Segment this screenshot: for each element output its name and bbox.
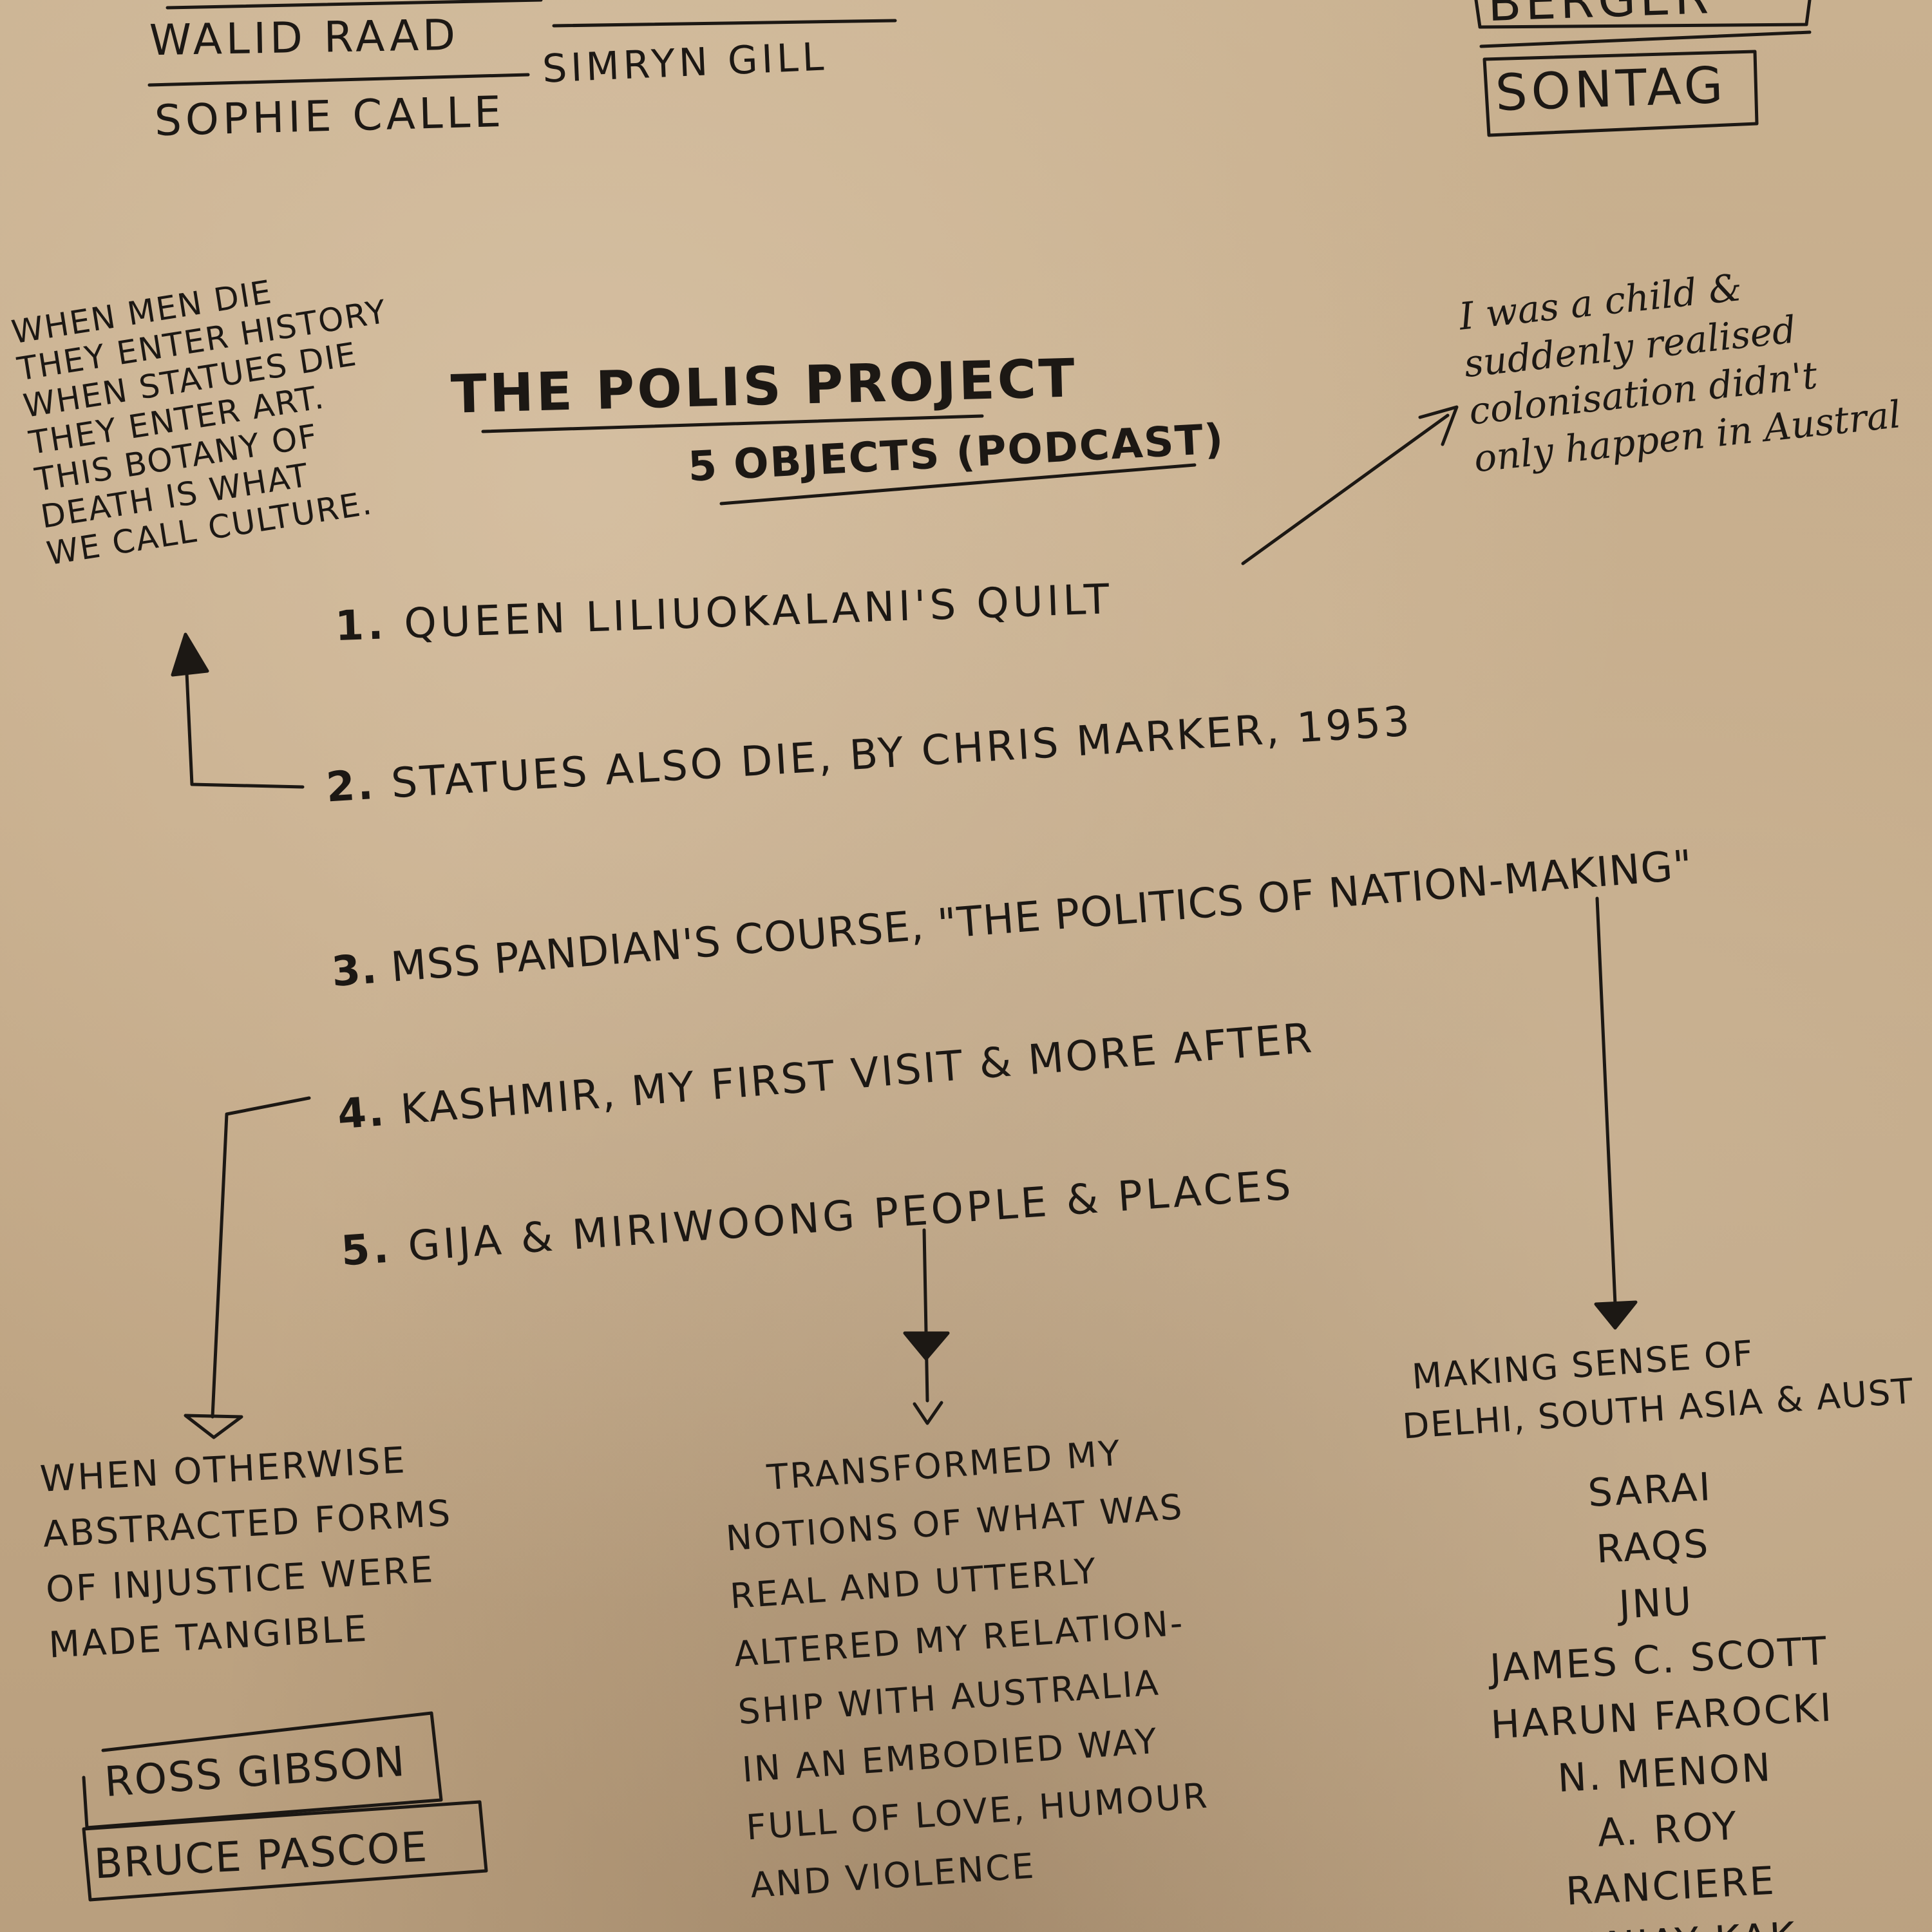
arrow-to-quote-head	[171, 632, 209, 677]
arrow-to-injustice-line	[211, 1096, 311, 1419]
name-walid-raad: WALID RAAD	[149, 10, 460, 66]
transformed-note: TRANSFORMED MY NOTIONS OF WHAT WAS REAL …	[720, 1420, 1215, 1915]
object-number: 1.	[334, 601, 388, 651]
ross-gibson-box	[82, 1711, 443, 1830]
bruce-pascoe-box	[82, 1800, 488, 1902]
arrow-to-quote-line	[185, 671, 305, 789]
arrow-to-note-head	[1418, 405, 1459, 446]
object-number: 3.	[330, 945, 379, 997]
arrow-to-note-line	[1241, 413, 1450, 565]
berger-box	[1474, 0, 1812, 29]
arrow-to-transformed-head-2	[913, 1401, 943, 1425]
top-rule-2	[147, 73, 530, 87]
sontag-box	[1482, 50, 1759, 137]
arrow-to-transformed-line	[922, 1228, 929, 1403]
subtitle-underline	[719, 463, 1197, 506]
object-number: 4.	[336, 1087, 388, 1139]
name-berger: BERGER	[1487, 0, 1714, 32]
arrow-to-transformed-head-1	[903, 1331, 950, 1361]
top-rule-1	[166, 0, 543, 10]
injustice-note: WHEN OTHERWISE ABSTRACTED FORMS OF INJUS…	[39, 1431, 459, 1674]
title-underline	[481, 414, 984, 433]
arrow-to-making-sense-line	[1595, 896, 1617, 1306]
top-rule-3	[552, 19, 897, 28]
influences-list: SARAI RAQS JNU JAMES C. SCOTT HARUN FARO…	[1436, 1451, 1888, 1932]
arrow-to-making-sense-head	[1594, 1300, 1638, 1330]
name-sophie-calle: SOPHIE CALLE	[154, 86, 506, 146]
object-number: 5.	[339, 1224, 394, 1276]
name-sontag: SONTAG	[1494, 56, 1728, 123]
name-simryn-gill: SIMRYN GILL	[541, 34, 829, 92]
page-title: THE POLIS PROJECT	[450, 348, 1078, 426]
arrow-to-injustice-head	[184, 1414, 243, 1439]
berger-underline	[1479, 30, 1812, 48]
object-number: 2.	[325, 761, 377, 812]
